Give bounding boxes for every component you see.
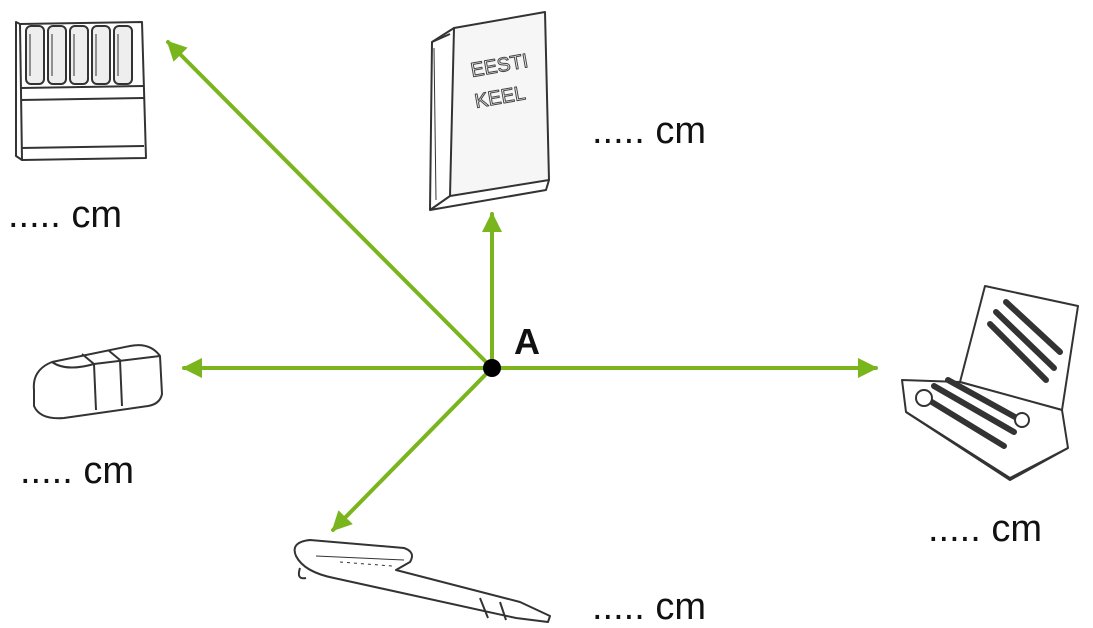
arrow-to-paint-box <box>166 40 494 370</box>
eraser-icon <box>32 344 163 420</box>
measurement-pen: ..... cm <box>592 586 706 628</box>
pencil-case-icon <box>901 285 1079 481</box>
measurement-pencil-case: ..... cm <box>928 508 1042 550</box>
point-a <box>483 359 501 377</box>
book-icon: EESTI KEEL <box>429 11 550 211</box>
pen-icon <box>293 539 551 623</box>
measurement-book: ..... cm <box>592 110 706 152</box>
paint-box-icon <box>15 21 147 161</box>
arrow-to-pen <box>331 366 494 532</box>
arrows <box>166 40 878 532</box>
measurement-paint-box: ..... cm <box>8 194 122 236</box>
measurement-eraser: ..... cm <box>20 450 134 492</box>
point-a-label: A <box>514 321 540 362</box>
